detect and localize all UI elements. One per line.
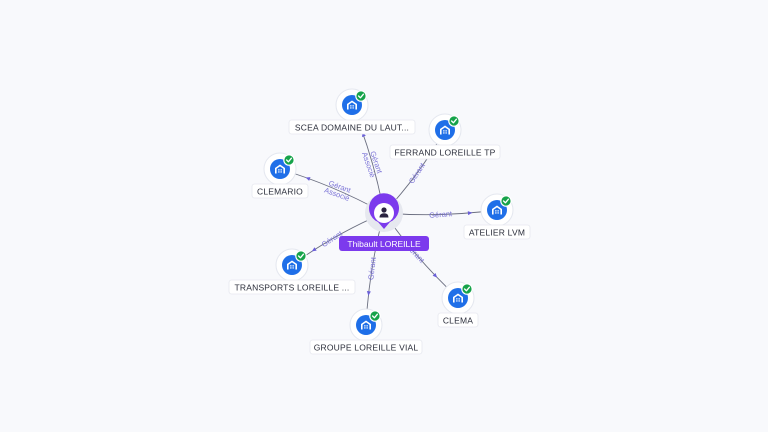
edge-label-group: Gérant	[366, 256, 378, 281]
company-label: FERRAND LOREILLE TP	[395, 147, 496, 157]
edge-arrow-icon	[432, 272, 438, 278]
verified-check-icon	[295, 250, 307, 262]
company-label: SCEA DOMAINE DU LAUT...	[295, 122, 409, 132]
company-node-clemario[interactable]: CLEMARIO	[251, 152, 309, 199]
company-node-groupe[interactable]: GROUPE LOREILLE VIAL	[309, 308, 423, 355]
building-icon	[287, 260, 297, 270]
center-node-inner	[374, 203, 394, 223]
company-node-clema[interactable]: CLEMA	[437, 281, 479, 328]
company-label-box	[228, 279, 356, 295]
company-node-ferrand[interactable]: FERRAND LOREILLE TP	[389, 113, 501, 160]
edge-role-label: Gérant	[407, 160, 428, 185]
edge-role-label: Gérant	[366, 256, 378, 281]
verified-check-icon	[448, 115, 460, 127]
company-label: ATELIER LVM	[469, 227, 525, 237]
company-label-box	[288, 119, 416, 135]
edge-role-label: Gérant	[429, 209, 453, 220]
company-node-transports[interactable]: TRANSPORTS LOREILLE ...	[228, 248, 356, 295]
verified-check-icon	[355, 90, 367, 102]
edge-arrow-icon	[467, 211, 473, 216]
company-label-box	[389, 144, 501, 160]
company-label-box	[251, 183, 309, 199]
building-icon	[453, 293, 463, 303]
person-icon	[379, 207, 389, 218]
building-icon	[347, 100, 357, 110]
verified-check-icon	[283, 154, 295, 166]
verified-check-icon	[500, 195, 512, 207]
building-icon	[361, 320, 371, 330]
verified-check-icon	[369, 310, 381, 322]
verified-check-icon	[461, 283, 473, 295]
center-node-label: Thibault LOREILLE	[347, 239, 421, 249]
company-label-box	[463, 224, 531, 240]
center-node[interactable]: Thibault LOREILLE	[339, 193, 429, 251]
edge-arrow-icon	[305, 177, 311, 181]
company-label: GROUPE LOREILLE VIAL	[314, 342, 419, 352]
nodes-layer: SCEA DOMAINE DU LAUT... FERRAND LOREILLE …	[228, 88, 531, 355]
company-node-atelier[interactable]: ATELIER LVM	[463, 193, 531, 240]
building-icon	[275, 164, 285, 174]
edge-arrow-icon	[311, 247, 317, 252]
building-icon	[492, 205, 502, 215]
company-label: CLEMA	[443, 315, 473, 325]
center-node-label-box	[339, 236, 429, 251]
company-label-box	[309, 339, 423, 355]
company-label: CLEMARIO	[257, 186, 303, 196]
building-icon	[440, 125, 450, 135]
edge-label-group: Gérant	[407, 160, 428, 185]
edge-label-group: Gérant	[429, 209, 453, 220]
company-node-scea[interactable]: SCEA DOMAINE DU LAUT...	[288, 88, 416, 135]
company-label-box	[437, 312, 479, 328]
company-label: TRANSPORTS LOREILLE ...	[235, 282, 350, 292]
edge-arrow-icon	[366, 291, 371, 296]
